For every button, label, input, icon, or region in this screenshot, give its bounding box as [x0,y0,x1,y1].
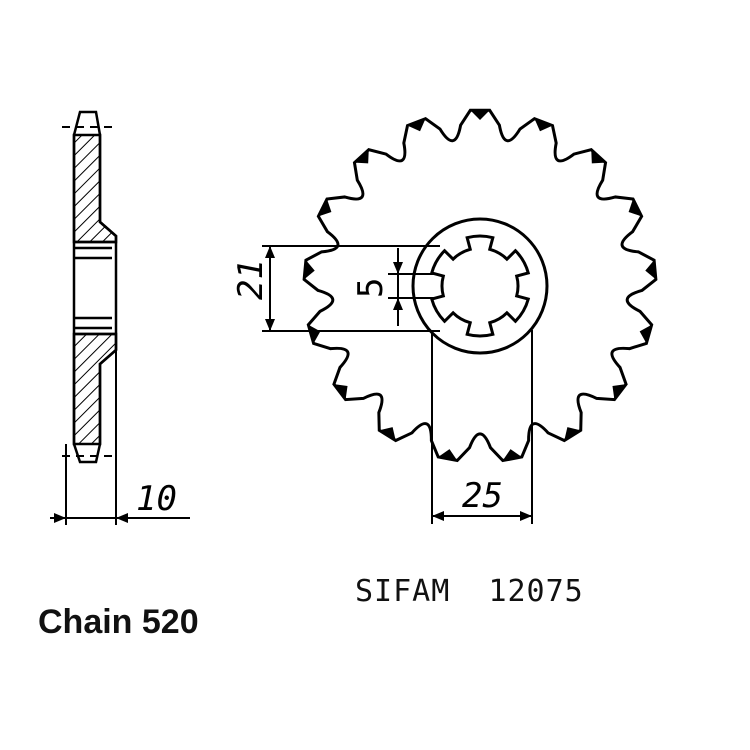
side-view [50,110,190,525]
tooth-tip [612,384,627,400]
tooth-tip [318,199,332,217]
tooth-tip [645,260,656,280]
tooth-tips [304,110,656,461]
spline-width-dim-text: 5 [351,278,391,298]
spline-height-dim-text: 21 [231,259,271,300]
thickness-dim-text: 10 [136,479,177,519]
inner-diameter-dim-text: 25 [462,476,503,516]
tooth-tip [304,260,315,280]
spline-bore [429,234,531,338]
tooth-tip [438,449,458,461]
tooth-tip [502,449,522,461]
tooth-tip [407,118,426,132]
tooth-tip [628,199,642,217]
tooth-tip [591,149,606,164]
tooth-tip [354,149,369,164]
tooth-tip [308,324,321,344]
part-number: 12075 [488,574,584,609]
side-hatch-upper [72,133,118,244]
side-hatch-lower [72,332,118,446]
part-label: SIFAM 12075 [355,574,584,609]
inner-diameter-dim [431,330,533,524]
brand-name: SIFAM [355,574,451,609]
tooth-tip [379,427,396,441]
sprocket-outline [302,108,658,463]
spline-height-dim [262,245,440,332]
spline-width-dim [388,248,436,326]
tooth-tip [470,110,490,120]
tooth-tip [534,118,553,132]
tooth-tip [333,384,348,400]
tooth-tip [639,324,652,344]
hub-circle [411,217,549,355]
tooth-tip [564,427,581,441]
chain-label: Chain 520 [38,603,199,641]
